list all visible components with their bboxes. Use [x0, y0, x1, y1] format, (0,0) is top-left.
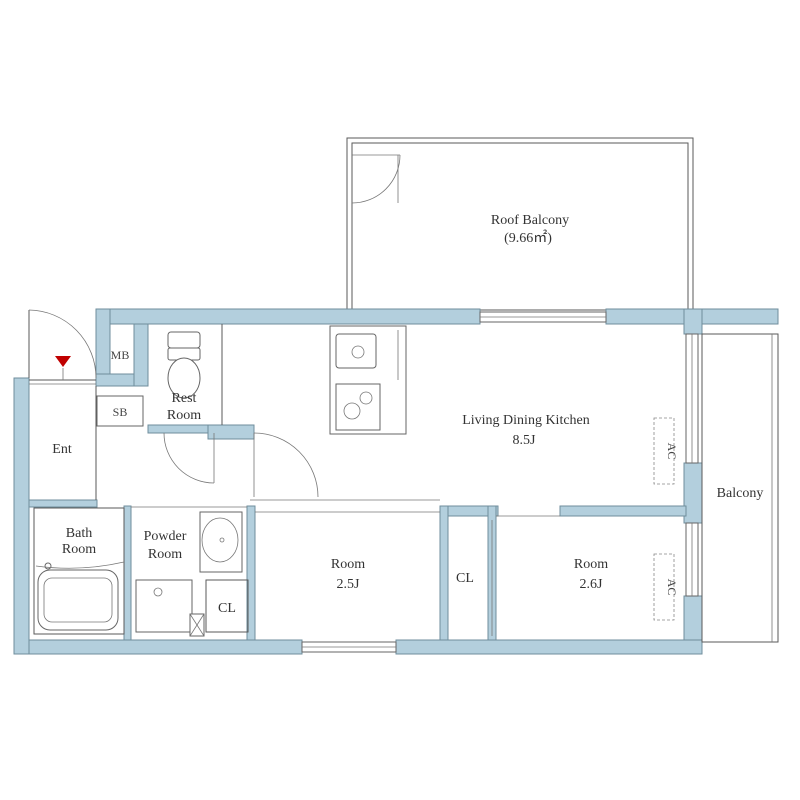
bath-room-label-1: Bath [66, 526, 92, 541]
bath-room-label-2: Room [62, 542, 96, 557]
room-b-label: Room [574, 557, 608, 572]
ldk-label: Living Dining Kitchen [462, 413, 590, 428]
ac-unit-room-b [653, 553, 675, 621]
labels: Roof Balcony (9.66㎡) Living Dining Kitch… [52, 213, 763, 616]
kitchen-counter [329, 325, 407, 435]
roof-door-swing [351, 154, 401, 204]
cl-small-label: CL [218, 601, 236, 616]
windows [301, 311, 699, 653]
rest-room-label-2: Room [167, 408, 201, 423]
powder-room-label-2: Room [148, 547, 182, 562]
bathtub-icon [37, 569, 119, 631]
entrance [28, 309, 97, 500]
entrance-marker-icon [55, 356, 71, 367]
ac-unit-ldk [653, 417, 675, 485]
bath-room [33, 507, 125, 635]
roof-balcony-area: (9.66㎡) [504, 230, 552, 246]
shoe-box [96, 395, 144, 427]
room-a-label: Room [331, 557, 365, 572]
toilet-tank-icon [167, 331, 201, 349]
room-a-size: 2.5J [337, 577, 361, 592]
side-balcony [701, 333, 779, 643]
ac-label-ldk: AC [665, 443, 679, 460]
rest-room [163, 324, 223, 484]
ent-label: Ent [52, 442, 72, 457]
toilet-bowl-icon [167, 357, 201, 399]
powder-room [131, 506, 249, 637]
cl-mid-label: CL [456, 571, 474, 586]
balcony-label: Balcony [717, 486, 764, 501]
rest-room-label-1: Rest [172, 391, 197, 406]
ac-label-room-b: AC [665, 579, 679, 596]
washing-machine-space [135, 579, 193, 633]
ldk-door-swing [253, 432, 319, 498]
room-b-size: 2.6J [580, 577, 604, 592]
sink-icon [335, 333, 377, 369]
roof-balcony [346, 137, 694, 311]
ldk-size: 8.5J [513, 433, 537, 448]
sb-label: SB [113, 405, 128, 419]
stove-icon [335, 383, 381, 431]
mb-label: MB [111, 348, 130, 362]
powder-room-label-1: Powder [144, 529, 187, 544]
roof-balcony-label: Roof Balcony [491, 213, 569, 228]
